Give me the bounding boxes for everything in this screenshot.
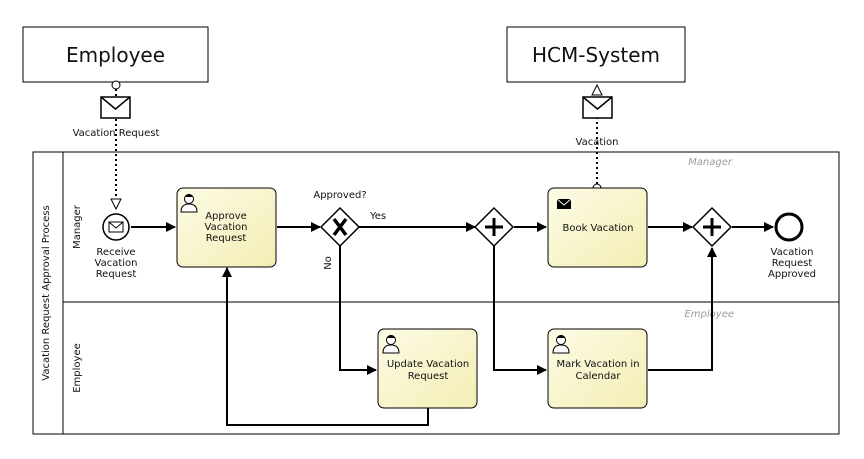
end-event-label-1: Vacation — [771, 247, 814, 258]
start-event-label-1: Receive — [96, 247, 135, 258]
sequence-flows — [131, 222, 774, 426]
gateway-parallel-split[interactable] — [473, 206, 515, 248]
start-event-label-3: Request — [96, 269, 137, 280]
task-book-label: Book Vacation — [562, 223, 633, 234]
end-event-vacation-request-approved[interactable]: Vacation Request Approved — [768, 212, 816, 280]
employee-pool-label: Employee — [66, 43, 165, 67]
flow-mark-to-join — [648, 247, 717, 371]
end-event-label-2: Request — [772, 258, 813, 269]
plus-icon — [703, 218, 721, 236]
lane-manager-label: Manager — [72, 204, 83, 249]
exclusive-x-icon — [332, 217, 348, 237]
task-approve-label-1: Approve — [205, 211, 247, 222]
task-update-label-1: Update Vacation — [387, 359, 469, 370]
envelope-icon — [100, 96, 131, 119]
plus-icon — [485, 218, 503, 236]
flow-update-to-approve — [222, 267, 429, 426]
task-approve-label-3: Request — [206, 233, 247, 244]
start-event-label-2: Vacation — [95, 258, 138, 269]
task-mark-vacation-in-calendar[interactable]: Mark Vacation in Calendar — [547, 328, 648, 409]
process-pool-label: Vacation Request Approval Process — [41, 205, 52, 380]
start-event-receive-vacation-request[interactable]: Receive Vacation Request — [95, 213, 138, 280]
message-flow-vacation-request[interactable]: Vacation Request — [73, 80, 160, 211]
lane-employee-label: Employee — [72, 343, 83, 393]
envelope-icon — [556, 198, 572, 209]
hcm-system-pool[interactable]: HCM-System — [506, 26, 686, 83]
task-update-vacation-request[interactable]: Update Vacation Request — [377, 328, 478, 409]
task-book-vacation[interactable]: Book Vacation — [547, 187, 648, 268]
end-event-label-3: Approved — [768, 269, 816, 280]
task-mark-label-1: Mark Vacation in — [556, 359, 639, 370]
gateway-approved-label: Approved? — [313, 190, 366, 201]
gateway-approved[interactable]: Approved? Yes No — [313, 190, 386, 270]
lane-employee-ghost-label: Employee — [684, 309, 734, 320]
gateway-no-label: No — [323, 256, 334, 270]
task-mark-label-2: Calendar — [576, 371, 622, 382]
message-label-vacation-request: Vacation Request — [73, 128, 160, 139]
hcm-system-pool-label: HCM-System — [532, 43, 660, 67]
lane-manager-ghost-label: Manager — [688, 157, 733, 168]
user-icon — [382, 335, 400, 354]
gateway-parallel-join[interactable] — [691, 206, 733, 248]
user-icon — [552, 335, 570, 354]
message-label-vacation: Vacation — [576, 137, 619, 148]
envelope-icon — [582, 96, 613, 119]
task-approve-label-2: Vacation — [205, 222, 248, 233]
user-icon — [180, 194, 198, 213]
task-approve-vacation-request[interactable]: Approve Vacation Request — [176, 187, 277, 268]
flow-split-to-mark — [493, 246, 547, 375]
task-update-label-2: Request — [408, 371, 449, 382]
gateway-yes-label: Yes — [369, 211, 386, 222]
employee-pool[interactable]: Employee — [22, 26, 209, 83]
process-pool[interactable]: Vacation Request Approval Process Manage… — [32, 151, 840, 435]
envelope-icon — [108, 221, 124, 233]
flow-no-to-update — [339, 246, 377, 375]
